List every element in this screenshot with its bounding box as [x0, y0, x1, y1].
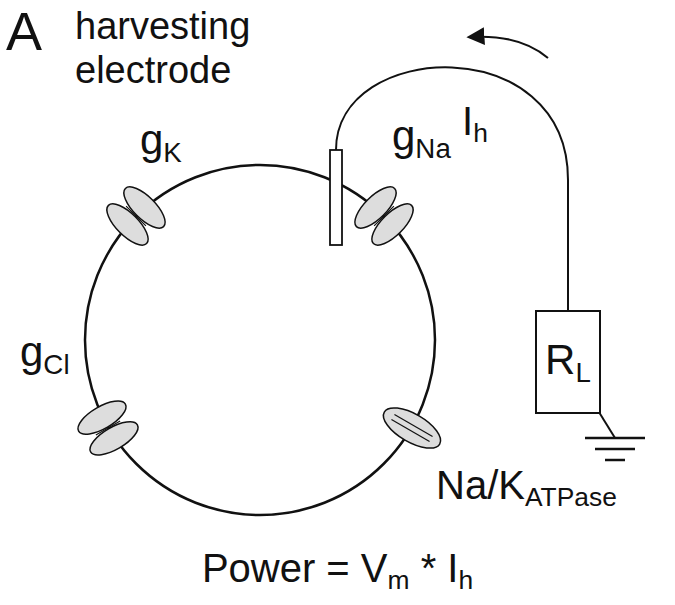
current-arrow [470, 37, 548, 58]
chloride-channel [73, 395, 143, 462]
panel-letter: A [6, 0, 42, 62]
wire [336, 67, 568, 362]
electrode [330, 150, 342, 245]
current-label: Ih [462, 98, 488, 149]
cell-membrane [85, 165, 435, 515]
electrode-label: harvesting electrode [75, 4, 290, 92]
ground-symbol [585, 438, 645, 460]
conductance-label: gCl [20, 328, 70, 381]
resistor-box: RL [535, 310, 601, 414]
equation: Power = Vm * Ih [0, 545, 675, 596]
resistor-label: RL [545, 336, 591, 389]
potassium-channel [101, 181, 172, 252]
sodium-channel [349, 181, 420, 252]
conductance-label: gNa [392, 112, 451, 165]
atpase-pump [377, 400, 446, 456]
pump-label: Na/KATPase [436, 462, 617, 513]
conductance-label: gK [140, 116, 182, 169]
